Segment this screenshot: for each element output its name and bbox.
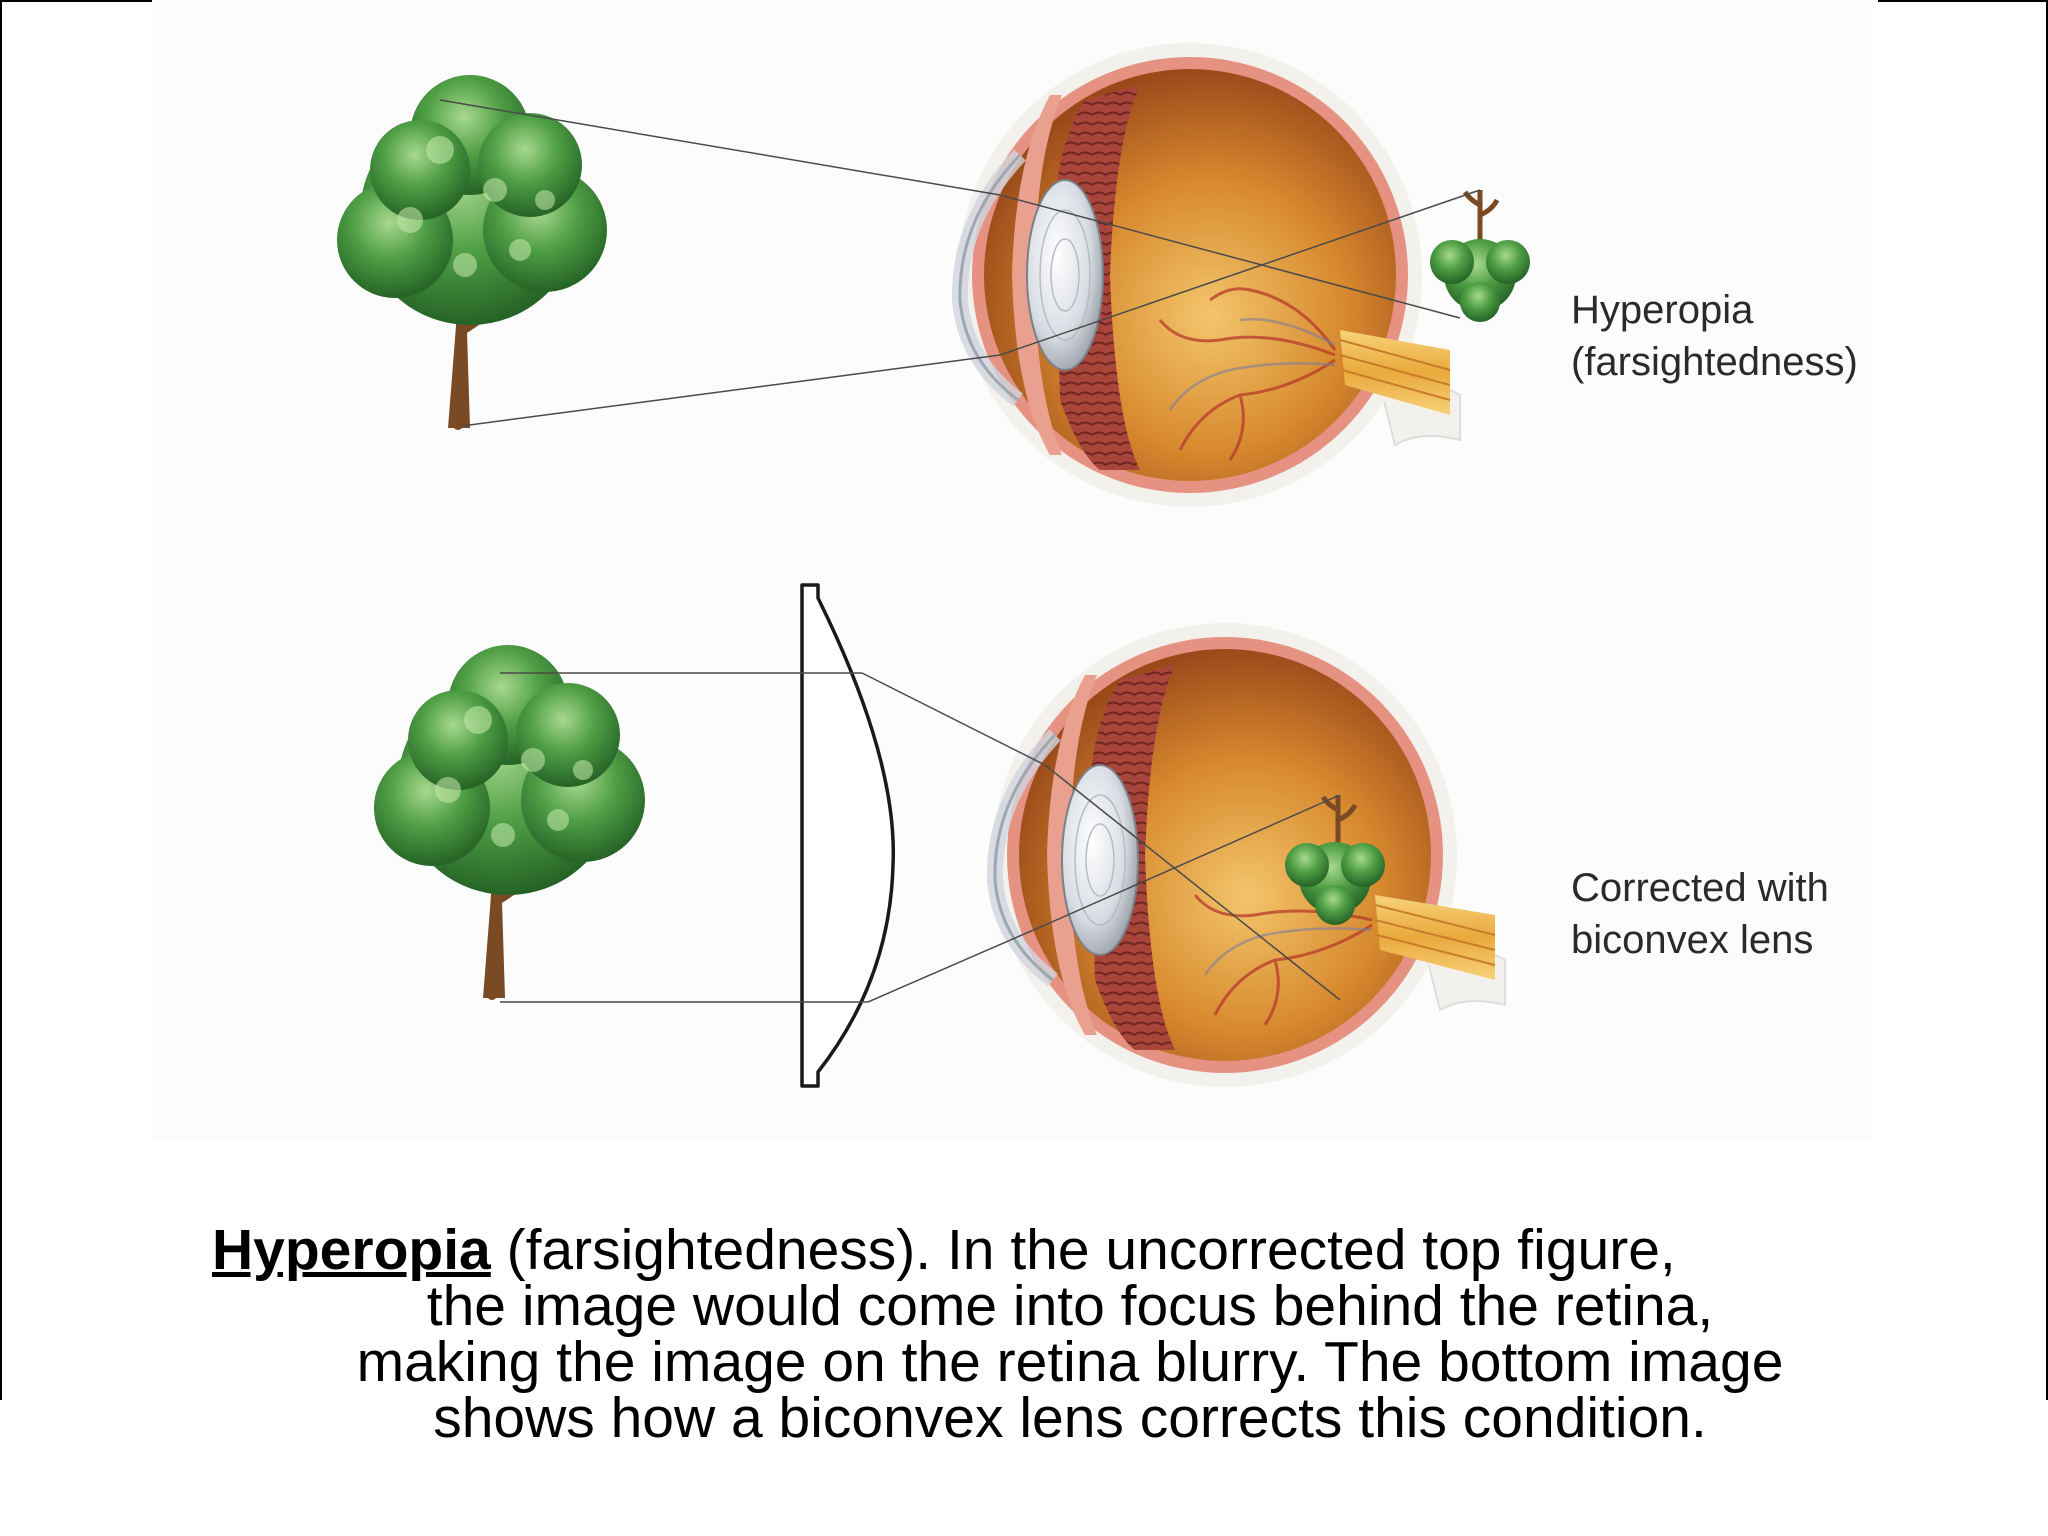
frame-left-line — [0, 0, 2, 1400]
biconvex-lens — [800, 583, 896, 1088]
caption-line-2: the image would come into focus behind t… — [426, 1274, 1714, 1338]
bottom-tree — [374, 645, 645, 1000]
frame-top-left-line — [0, 0, 152, 2]
bottom-focus-image-tree — [1285, 795, 1385, 925]
top-label-line1: Hyperopia — [1571, 288, 1754, 332]
top-focus-image-tree — [1430, 190, 1530, 322]
frame-right-line — [2046, 0, 2048, 1400]
top-label-line2: (farsightedness) — [1571, 340, 1858, 384]
bottom-label: Corrected with biconvex lens — [1571, 862, 1829, 966]
caption-line-1: Hyperopia (farsightedness). In the uncor… — [150, 1222, 1990, 1279]
caption-term: Hyperopia — [212, 1218, 491, 1282]
top-tree — [337, 75, 607, 430]
caption-line-3: making the image on the retina blurry. T… — [356, 1330, 1784, 1394]
bottom-label-line2: biconvex lens — [1571, 918, 1814, 962]
bottom-eyeball — [986, 623, 1506, 1087]
top-label: Hyperopia (farsightedness) — [1571, 284, 1858, 388]
caption: Hyperopia (farsightedness). In the uncor… — [150, 1222, 1990, 1450]
frame-top-right-line — [1878, 0, 2048, 2]
top-eyeball — [951, 43, 1461, 507]
bottom-light-rays — [500, 672, 1341, 1003]
top-light-rays — [439, 99, 1481, 427]
caption-line-1-rest: (farsightedness). In the uncorrected top… — [490, 1218, 1676, 1282]
caption-line-4: shows how a biconvex lens corrects this … — [433, 1386, 1707, 1450]
bottom-label-line1: Corrected with — [1571, 866, 1829, 910]
